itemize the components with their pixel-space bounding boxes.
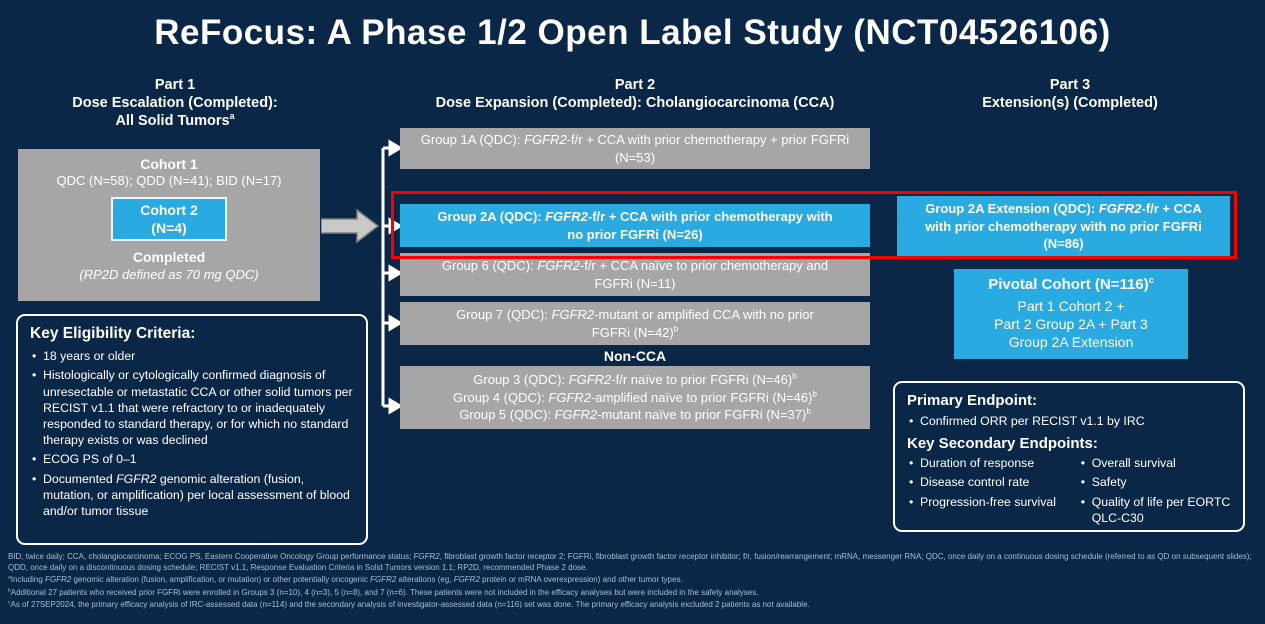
secondary-endpoint-bullet: Overall survival [1079, 455, 1231, 471]
part3-header-line2: Extension(s) (Completed) [982, 95, 1158, 112]
part2-header: Part 2 Dose Expansion (Completed): Chola… [393, 76, 877, 112]
secondary-endpoints-right: Overall survival Safety Quality of life … [1079, 455, 1231, 529]
secondary-endpoint-bullet: Safety [1079, 474, 1231, 490]
secondary-endpoint-bullet: Quality of life per EORTC QLC-C30 [1079, 494, 1231, 526]
cohort2-n: (N=4) [151, 220, 187, 237]
part1-header-line3: All Solid Tumorsa [115, 111, 235, 130]
cohort1-title: Cohort 1 [140, 156, 198, 172]
non-cca-groups-box: Group 3 (QDC): FGFR2-f/r naïve to prior … [400, 366, 870, 429]
part1-to-part2-arrow-icon [321, 208, 380, 244]
eligibility-bullet: 18 years or older [30, 348, 354, 364]
secondary-endpoints-left: Duration of response Disease control rat… [907, 455, 1079, 529]
eligibility-box: Key Eligibility Criteria: 18 years or ol… [16, 314, 368, 545]
group-1a-box: Group 1A (QDC): FGFR2-f/r + CCA with pri… [400, 128, 870, 170]
secondary-endpoints-columns: Duration of response Disease control rat… [907, 455, 1231, 529]
pivotal-line2: Part 2 Group 2A + Part 3 [994, 315, 1148, 332]
completed-title: Completed [132, 249, 206, 266]
eligibility-bullet: Histologically or cytologically confirme… [30, 367, 354, 448]
secondary-endpoint-bullet: Progression-free survival [907, 494, 1079, 510]
group-7-box: Group 7 (QDC): FGFR2-mutant or amplified… [400, 302, 870, 346]
eligibility-title: Key Eligibility Criteria: [30, 325, 196, 342]
completed-detail: (RP2D defined as 70 mg QDC) [79, 266, 259, 282]
part3-header: Part 3 Extension(s) (Completed) [888, 76, 1252, 112]
footnotes: BID, twice daily; CCA, cholangiocarcinom… [8, 551, 1258, 611]
group-6-box: Group 6 (QDC): FGFR2-f/r + CCA naïve to … [400, 253, 870, 297]
pivotal-line1: Part 1 Cohort 2 + [1017, 297, 1125, 314]
part3-header-line1: Part 3 [1049, 77, 1091, 93]
eligibility-bullet: Documented FGFR2 genomic alteration (fus… [30, 471, 354, 520]
cohort2-title: Cohort 2 [140, 202, 198, 219]
secondary-endpoint-bullet: Disease control rate [907, 474, 1079, 490]
non-cca-label: Non-CCA [603, 348, 667, 364]
part2-header-line1: Part 2 [614, 77, 656, 93]
part2-header-line2: Dose Expansion (Completed): Cholangiocar… [435, 95, 835, 112]
footnote-abbreviations: BID, twice daily; CCA, cholangiocarcinom… [8, 552, 1252, 573]
footnote-b: bAdditional 27 patients who received pri… [8, 587, 759, 597]
group-5-line: Group 5 (QDC): FGFR2-mutant naïve to pri… [459, 406, 811, 423]
eligibility-bullet: ECOG PS of 0–1 [30, 451, 354, 467]
primary-endpoint-bullet: Confirmed ORR per RECIST v1.1 by IRC [907, 413, 1231, 429]
group-4-line: Group 4 (QDC): FGFR2-amplified naïve to … [453, 389, 817, 405]
footnote-c: cAs of 27SEP2024, the primary efficacy a… [8, 599, 810, 609]
group-3-line: Group 3 (QDC): FGFR2-f/r naïve to prior … [473, 371, 797, 387]
secondary-endpoints-title: Key Secondary Endpoints: [907, 434, 1098, 452]
group-2a-box: Group 2A (QDC): FGFR2-f/r + CCA with pri… [400, 204, 870, 248]
pivotal-title: Pivotal Cohort (N=116)c [988, 275, 1154, 293]
branch-arrows-icon [381, 139, 403, 415]
secondary-endpoint-bullet: Duration of response [907, 455, 1079, 471]
part1-header-line2: Dose Escalation (Completed): [72, 95, 278, 112]
cohort1-detail: QDC (N=58); QDD (N=41); BID (N=17) [56, 173, 282, 189]
footnote-a: aIncluding FGFR2 genomic alteration (fus… [8, 575, 683, 585]
primary-endpoint-title: Primary Endpoint: [907, 392, 1038, 409]
pivotal-cohort-box: Pivotal Cohort (N=116)c Part 1 Cohort 2 … [954, 269, 1188, 360]
endpoints-box: Primary Endpoint: Confirmed ORR per RECI… [893, 381, 1245, 532]
slide-title: ReFocus: A Phase 1/2 Open Label Study (N… [154, 13, 1111, 52]
group-2a-extension-box: Group 2A Extension (QDC): FGFR2-f/r + CC… [897, 196, 1230, 257]
part1-header-line1: Part 1 [154, 77, 196, 93]
pivotal-line3: Group 2A Extension [1008, 333, 1134, 350]
part1-cohort-box: Cohort 1 QDC (N=58); QDD (N=41); BID (N=… [18, 149, 320, 301]
part1-header: Part 1 Dose Escalation (Completed): All … [10, 76, 340, 130]
cohort2-box: Cohort 2 (N=4) [111, 197, 227, 242]
